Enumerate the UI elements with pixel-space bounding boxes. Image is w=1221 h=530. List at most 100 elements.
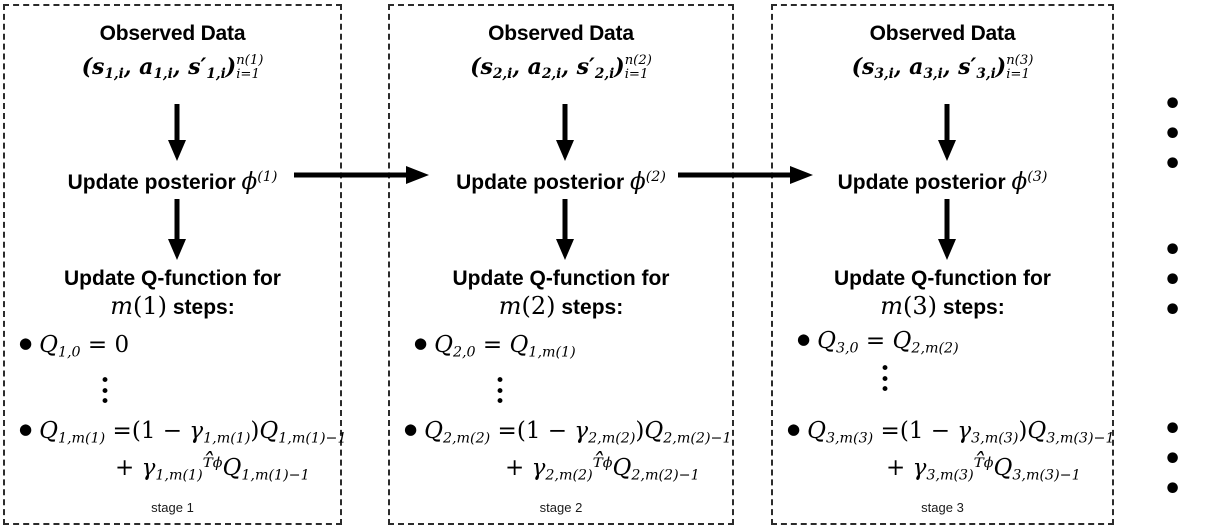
update-posterior-label-1: Update posterior ϕ(1) xyxy=(5,169,340,195)
tuple-a-2: a xyxy=(527,54,542,80)
arrow-data-to-posterior-1 xyxy=(168,104,186,161)
arrow-data-to-posterior-2 xyxy=(556,104,574,161)
stage-label-2: stage 2 xyxy=(539,500,583,515)
tuple-sprime-3: s′ xyxy=(958,54,977,80)
m-symbol-2: m(2) xyxy=(498,291,556,320)
tuple-s-3: s xyxy=(862,54,875,80)
tuple-s-sub-1: 1,i xyxy=(104,66,124,83)
tuple-lower-limit-1: i=1 xyxy=(236,67,260,82)
phi-symbol-3: ϕ(3) xyxy=(1011,169,1048,195)
bullet-item-1-1: ● Q1,0 = 0 xyxy=(19,332,129,360)
tuple-open-2: ( xyxy=(470,54,481,80)
bullet-item-2-2: ● Q2,m(2) =(1 − γ2,m(2))Q2,m(2)−1 xyxy=(404,418,732,446)
qfunction-line2-3: m(3) steps: xyxy=(773,292,1112,321)
tuple-a-3: a xyxy=(909,54,924,80)
t-hat-operator-1: ᵀ̂ xyxy=(202,453,213,481)
tuple-sprime-1: s′ xyxy=(188,54,207,80)
tuple-open-3: ( xyxy=(851,54,863,80)
observed-data-tuple-2: (s2,i, a2,i, s′2,i) n(2) i=1 xyxy=(390,54,732,82)
tuple-upper-limit-1: n(1) xyxy=(236,53,264,69)
vertical-dots-3: ••• xyxy=(879,359,891,401)
bullet-equation-2-line2-3: + γ3,m(3)ᵀ̂ϕQ3,m(3)−1 xyxy=(886,453,1081,484)
bullet-item-2-1: ● Q1,m(1) =(1 − γ1,m(1))Q1,m(1)−1 xyxy=(19,418,347,446)
update-posterior-label-2: Update posterior ϕ(2) xyxy=(390,169,732,195)
tuple-open-1: ( xyxy=(81,54,93,80)
tuple-s-sub-2: 2,i xyxy=(492,66,513,83)
bullet-equation-2-line1-3: Q3,m(3) =(1 − γ3,m(3))Q3,m(3)−1 xyxy=(807,418,1115,447)
qfunction-heading-3: Update Q-function for m(3) steps: xyxy=(773,267,1112,321)
arrow-data-to-posterior-3 xyxy=(938,104,956,161)
stage-label-3: stage 3 xyxy=(921,500,964,515)
bullet-icon: ● xyxy=(414,334,428,352)
tuple-lower-limit-3: i=1 xyxy=(1006,67,1030,82)
continuation-dots-middle: • • • xyxy=(1163,233,1190,328)
posterior-text-1: Update posterior xyxy=(67,171,236,194)
tuple-sprime-sub-3: 3,i xyxy=(976,66,996,83)
stage-panel-2: Observed Data (s2,i, a2,i, s′2,i) n(2) i… xyxy=(388,4,734,525)
tuple-a-sub-1: 1,i xyxy=(153,66,173,83)
tuple-upper-limit-2: n(2) xyxy=(624,53,652,69)
bullet-icon: ● xyxy=(404,420,418,438)
bullet-equation-2-line1-1: Q1,m(1) =(1 − γ1,m(1))Q1,m(1)−1 xyxy=(39,418,347,447)
bullet-icon: ● xyxy=(797,330,811,348)
tuple-comma2-3: , xyxy=(942,54,959,80)
observed-data-title-3: Observed Data xyxy=(869,22,1016,45)
continuation-dots-bottom: • • • xyxy=(1163,412,1190,507)
observed-data-title-2: Observed Data xyxy=(488,22,634,45)
tuple-comma1-2: , xyxy=(512,54,528,80)
tuple-lower-limit-2: i=1 xyxy=(624,67,649,82)
observed-data-tuple-3: (s3,i, a3,i, s′3,i) n(3) i=1 xyxy=(773,54,1112,82)
observed-data-title-1: Observed Data xyxy=(99,22,246,45)
tuple-a-1: a xyxy=(139,54,154,80)
qfunction-line1-2: Update Q-function for xyxy=(452,267,670,290)
stage-panel-1: Observed Data (s1,i, a1,i, s′1,i) n(1) i… xyxy=(3,4,347,525)
qfunction-line1-1: Update Q-function for xyxy=(64,267,281,290)
t-hat-operator-2: ᵀ̂ xyxy=(592,453,603,481)
arrow-posterior-to-qupdate-2 xyxy=(556,199,574,260)
qfunction-heading-1: Update Q-function for m(1) steps: xyxy=(5,267,340,321)
tuple-a-sub-3: 3,i xyxy=(923,66,943,83)
tuple-close-2: ) xyxy=(614,54,625,80)
bullet-equation-2-line1-2: Q2,m(2) =(1 − γ2,m(2))Q2,m(2)−1 xyxy=(424,418,732,447)
tuple-comma1-1: , xyxy=(123,54,140,80)
bullet-item-1-2: ● Q2,0 = Q1,m(1) xyxy=(414,332,576,360)
tuple-s-2: s xyxy=(480,54,493,80)
bullet-item-1-3: ● Q3,0 = Q2,m(2) xyxy=(797,328,959,356)
phi-symbol-2: ϕ(2) xyxy=(630,169,666,195)
steps-suffix-1: steps: xyxy=(167,295,235,319)
tuple-a-sub-2: 2,i xyxy=(541,66,562,83)
arrow-stage1-to-stage2 xyxy=(294,166,429,184)
bullet-equation-2-line2-2: + γ2,m(2)ᵀ̂ϕQ2,m(2)−1 xyxy=(505,453,700,484)
vertical-dots-1: ••• xyxy=(99,371,111,413)
arrow-posterior-to-qupdate-3 xyxy=(938,199,956,260)
qfunction-heading-2: Update Q-function for m(2) steps: xyxy=(390,267,732,321)
t-hat-operator-3: ᵀ̂ xyxy=(973,453,984,481)
tuple-comma2-1: , xyxy=(172,54,189,80)
steps-suffix-2: steps: xyxy=(555,295,624,319)
bullet-icon: ● xyxy=(19,334,33,352)
posterior-text-2: Update posterior xyxy=(456,171,625,194)
arrow-posterior-to-qupdate-1 xyxy=(168,199,186,260)
tuple-sprime-sub-1: 1,i xyxy=(206,66,226,83)
tuple-upper-limit-3: n(3) xyxy=(1006,53,1034,69)
qfunction-line2-1: m(1) steps: xyxy=(5,292,340,321)
update-posterior-label-3: Update posterior ϕ(3) xyxy=(773,169,1112,195)
tuple-close-3: ) xyxy=(995,54,1007,80)
tuple-comma2-2: , xyxy=(561,54,577,80)
bullet-equation-1-3: Q3,0 = Q2,m(2) xyxy=(817,328,959,357)
continuation-dots-top: • • • xyxy=(1163,87,1190,182)
bullet-equation-1-1: Q1,0 = 0 xyxy=(39,332,130,361)
bullet-item-2-3: ● Q3,m(3) =(1 − γ3,m(3))Q3,m(3)−1 xyxy=(787,418,1115,446)
tuple-comma1-3: , xyxy=(893,54,910,80)
tuple-sprime-sub-2: 2,i xyxy=(594,66,615,83)
observed-data-tuple-1: (s1,i, a1,i, s′1,i) n(1) i=1 xyxy=(5,54,340,82)
tuple-s-1: s xyxy=(92,54,105,80)
steps-suffix-3: steps: xyxy=(937,295,1005,319)
tuple-s-sub-3: 3,i xyxy=(874,66,894,83)
vertical-dots-2: ••• xyxy=(494,371,506,413)
stage-panel-3: Observed Data (s3,i, a3,i, s′3,i) n(3) i… xyxy=(771,4,1115,525)
arrow-stage2-to-stage3 xyxy=(678,166,813,184)
stage-label-1: stage 1 xyxy=(151,500,194,515)
tuple-close-1: ) xyxy=(225,54,237,80)
